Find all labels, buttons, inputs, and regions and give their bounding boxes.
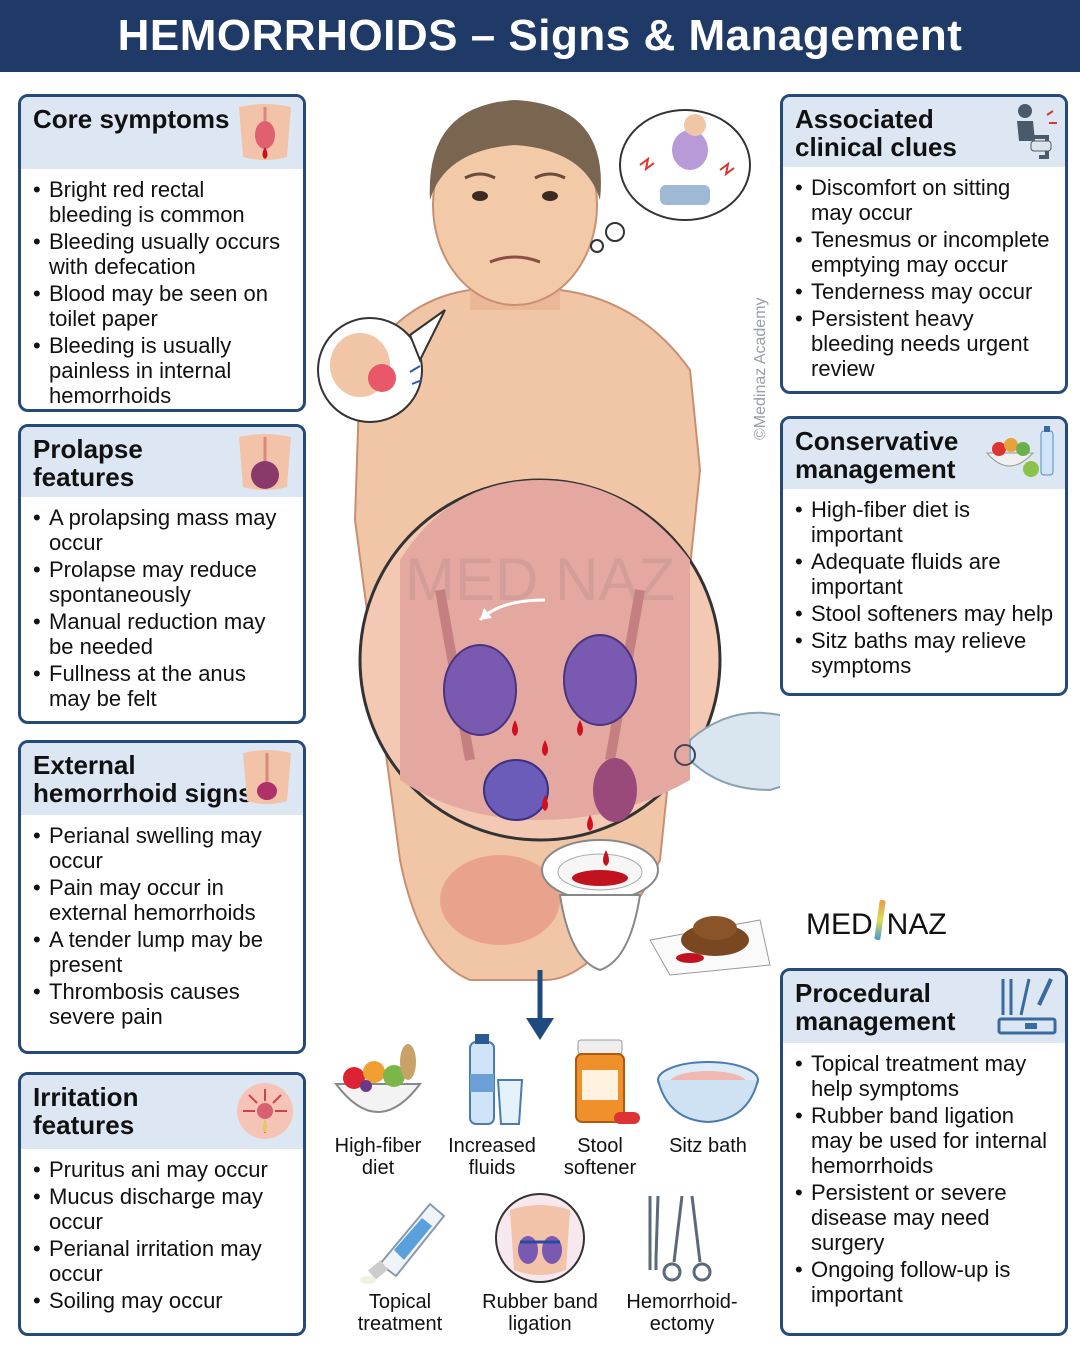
- treatment-high-fiber-diet: High-fiber diet: [318, 1040, 438, 1179]
- list-item: Persistent heavy bleeding needs urgent r…: [795, 306, 1055, 381]
- list-item: Bright red rectal bleeding is common: [33, 177, 293, 227]
- list-item: Soiling may occur: [33, 1288, 293, 1313]
- list-item: Topical treatment may help symptoms: [795, 1051, 1055, 1101]
- panel-external-hemorrhoid-signs: External hemorrhoid signs Perianal swell…: [18, 740, 306, 1054]
- panel-title: Core symptoms: [33, 104, 230, 134]
- list-item: Thrombosis causes severe pain: [33, 979, 293, 1029]
- list-item: Discomfort on sitting may occur: [795, 175, 1055, 225]
- title-bar: HEMORRHOIDS – Signs & Management: [0, 0, 1080, 72]
- treatment-label: Stool softener: [563, 1135, 637, 1179]
- treatment-stool-softener: Stool softener: [540, 1036, 660, 1179]
- list-item: Pain may occur in external hemorrhoids: [33, 875, 293, 925]
- panel-title: Prolapse features: [33, 434, 143, 492]
- panel-title: Associated clinical clues: [795, 104, 957, 162]
- conservative-list: High-fiber diet is important Adequate fl…: [783, 489, 1065, 678]
- list-item: Bleeding usually occurs with defecation: [33, 229, 293, 279]
- list-item: A tender lump may be present: [33, 927, 293, 977]
- list-item: Persistent or severe disease may need su…: [795, 1180, 1055, 1255]
- side-watermark: ©Medinaz Academy: [752, 297, 769, 440]
- panel-title: Conservative management: [795, 426, 959, 484]
- list-item: Sitz baths may relieve symptoms: [795, 628, 1055, 678]
- panel-title: Procedural management: [795, 978, 956, 1036]
- treatment-label: Sitz bath: [669, 1135, 747, 1157]
- fiber-bowl-icon: [333, 1044, 423, 1113]
- treatment-label: Rubber band ligation: [482, 1291, 598, 1335]
- forceps-icon: [648, 1195, 712, 1282]
- brand-left: MED: [806, 908, 873, 941]
- panel-associated-clinical-clues: Associated clinical clues Discomfort on …: [780, 94, 1068, 394]
- treatment-sitz-bath: Sitz bath: [648, 1056, 768, 1157]
- list-item: Blood may be seen on toilet paper: [33, 281, 293, 331]
- panel-conservative-management: Conservative management High-fiber diet …: [780, 416, 1068, 696]
- center-watermark: MED NAZ: [405, 546, 675, 613]
- clinical-clues-list: Discomfort on sitting may occur Tenesmus…: [783, 167, 1065, 381]
- treatment-hemorrhoidectomy: Hemorrhoid-ectomy: [622, 1192, 742, 1335]
- toilet-person-icon: [1017, 104, 1057, 159]
- symptom-list: Bright red rectal bleeding is common Ble…: [21, 169, 303, 408]
- list-item: Mucus discharge may occur: [33, 1184, 293, 1234]
- treatment-label: High-fiber diet: [334, 1135, 422, 1179]
- panel-core-symptoms: Core symptoms Bright red rectal bleeding…: [18, 94, 306, 412]
- band-ligation-icon: [495, 1193, 585, 1283]
- panel-procedural-management: Procedural management Topical treatment …: [780, 968, 1068, 1336]
- irritation-list: Pruritus ani may occur Mucus discharge m…: [21, 1149, 303, 1313]
- fruit-bowl-icon: [985, 426, 1054, 477]
- list-item: Ongoing follow-up is important: [795, 1257, 1055, 1307]
- treatment-topical-treatment: Topical treatment: [340, 1194, 460, 1335]
- panel-prolapse-features: Prolapse features A prolapsing mass may …: [18, 424, 306, 724]
- treatment-label: Increased fluids: [448, 1135, 536, 1179]
- procedural-list: Topical treatment may help symptoms Rubb…: [783, 1043, 1065, 1307]
- external-hemorrhoid-icon: [243, 750, 291, 804]
- pill-bottle-icon: [575, 1039, 640, 1124]
- list-item: Adequate fluids are important: [795, 549, 1055, 599]
- treatment-rubber-band-ligation: Rubber band ligation: [480, 1190, 600, 1335]
- brand-right: NAZ: [886, 908, 947, 941]
- list-item: Fullness at the anus may be felt: [33, 661, 293, 711]
- list-item: A prolapsing mass may occur: [33, 505, 293, 555]
- sitz-basin-icon: [657, 1061, 759, 1124]
- list-item: Bleeding is usually painless in internal…: [33, 333, 293, 408]
- list-item: Stool softeners may help: [795, 601, 1055, 626]
- list-item: Perianal irritation may occur: [33, 1236, 293, 1286]
- treatment-label: Hemorrhoid-ectomy: [626, 1291, 738, 1335]
- list-item: Prolapse may reduce spontaneously: [33, 557, 293, 607]
- panel-title: External hemorrhoid signs: [33, 750, 253, 808]
- list-item: Perianal swelling may occur: [33, 823, 293, 873]
- surgical-tools-icon: [997, 978, 1057, 1035]
- prolapse-icon: [239, 434, 291, 490]
- treatment-increased-fluids: Increased fluids: [432, 1030, 552, 1179]
- panel-title: Irritation features: [33, 1082, 139, 1140]
- external-signs-list: Perianal swelling may occur Pain may occ…: [21, 815, 303, 1029]
- pencil-icon: [873, 899, 886, 941]
- treatment-label: Topical treatment: [357, 1291, 443, 1335]
- list-item: Manual reduction may be needed: [33, 609, 293, 659]
- list-item: Pruritus ani may occur: [33, 1157, 293, 1182]
- list-item: High-fiber diet is important: [795, 497, 1055, 547]
- water-bottle-icon: [469, 1034, 524, 1125]
- page-title: HEMORRHOIDS – Signs & Management: [117, 11, 963, 60]
- list-item: Rubber band ligation may be used for int…: [795, 1103, 1055, 1178]
- list-item: Tenderness may occur: [795, 279, 1055, 304]
- central-illustration: MED NAZ: [317, 100, 780, 1040]
- anus-bleeding-icon: [239, 104, 291, 160]
- ointment-tube-icon: [360, 1202, 446, 1284]
- panel-irritation-features: Irritation features Pruritus ani may occ…: [18, 1072, 306, 1336]
- brand-logo: MED NAZ: [806, 899, 947, 942]
- prolapse-list: A prolapsing mass may occur Prolapse may…: [21, 497, 303, 711]
- list-item: Tenesmus or incomplete emptying may occu…: [795, 227, 1055, 277]
- irritation-icon: [237, 1083, 293, 1139]
